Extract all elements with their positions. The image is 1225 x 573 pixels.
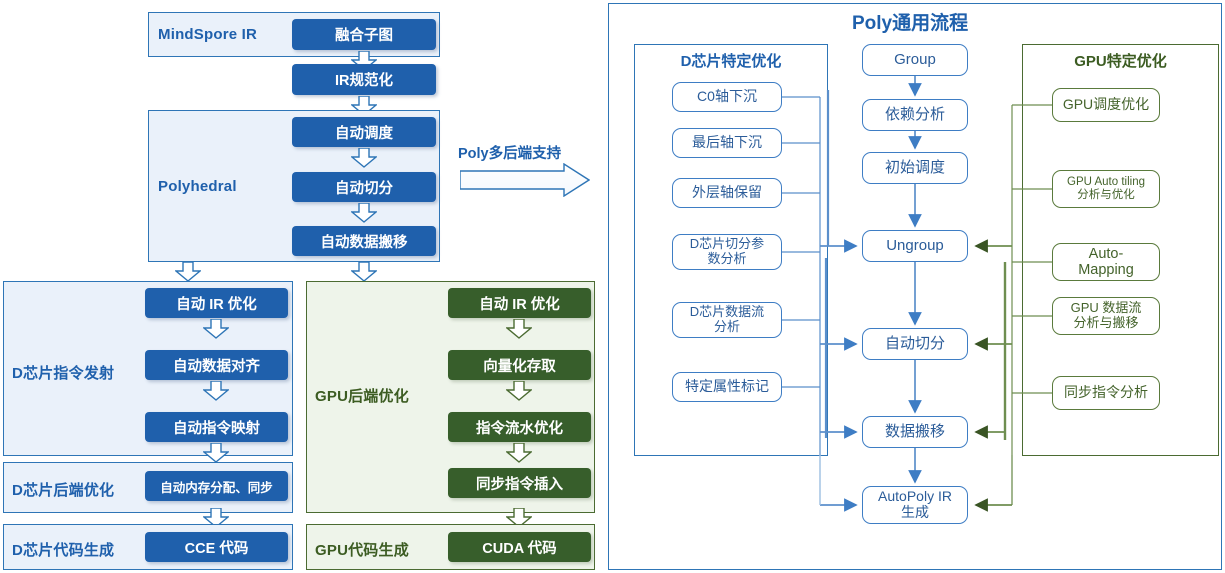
subpanel-title-d-specific: D芯片特定优化: [680, 53, 782, 70]
node-fusion-subgraph[interactable]: 融合子图: [292, 19, 436, 50]
node-cuda-code[interactable]: CUDA 代码: [448, 532, 591, 562]
node-d-auto-instr-map[interactable]: 自动指令映射: [145, 412, 288, 442]
onode-gpu-dataflow-analysis-move[interactable]: GPU 数据流 分析与搬移: [1052, 297, 1160, 335]
group-label-mindspore-ir: MindSpore IR: [158, 26, 258, 43]
node-gpu-instr-pipeline-opt[interactable]: 指令流水优化: [448, 412, 591, 442]
subpanel-gpu-specific: [1022, 44, 1219, 456]
node-auto-tiling[interactable]: 自动切分: [292, 172, 436, 202]
onode-c0-axis-sink[interactable]: C0轴下沉: [672, 82, 782, 112]
onode-dependency-analysis[interactable]: 依赖分析: [862, 99, 968, 131]
down-arrow-icon: [506, 319, 532, 339]
node-gpu-sync-instr-insert[interactable]: 同步指令插入: [448, 468, 591, 498]
onode-d-tiling-param-analysis[interactable]: D芯片切分参 数分析: [672, 234, 782, 270]
down-arrow-icon: [351, 203, 377, 223]
subpanel-title-gpu-specific: GPU特定优化: [1074, 53, 1167, 70]
group-label-gpu-backend-opt: GPU后端优化: [315, 388, 409, 405]
onode-ungroup[interactable]: Ungroup: [862, 230, 968, 262]
bridge-label: Poly多后端支持: [458, 146, 562, 162]
onode-autopoly-ir-gen[interactable]: AutoPoly IR 生成: [862, 486, 968, 524]
multi-backend-arrow-icon: [460, 163, 590, 197]
down-arrow-icon: [175, 262, 201, 282]
group-label-d-codegen: D芯片代码生成: [12, 542, 115, 559]
node-d-auto-ir-opt[interactable]: 自动 IR 优化: [145, 288, 288, 318]
node-gpu-vectorized-access[interactable]: 向量化存取: [448, 350, 591, 380]
down-arrow-icon: [203, 443, 229, 463]
panel-title-poly-flow: Poly通用流程: [852, 13, 969, 34]
down-arrow-icon: [351, 148, 377, 168]
node-d-auto-data-align[interactable]: 自动数据对齐: [145, 350, 288, 380]
node-cce-code[interactable]: CCE 代码: [145, 532, 288, 562]
onode-outer-axis-keep[interactable]: 外层轴保留: [672, 178, 782, 208]
down-arrow-icon: [203, 381, 229, 401]
onode-sync-instr-analysis[interactable]: 同步指令分析: [1052, 376, 1160, 410]
group-label-gpu-codegen: GPU代码生成: [315, 542, 409, 559]
onode-gpu-schedule-opt[interactable]: GPU调度优化: [1052, 88, 1160, 122]
down-arrow-icon: [506, 508, 532, 528]
onode-auto-tiling[interactable]: 自动切分: [862, 328, 968, 360]
subpanel-d-specific: [634, 44, 828, 456]
group-label-polyhedral: Polyhedral: [158, 178, 237, 195]
onode-auto-mapping[interactable]: Auto- Mapping: [1052, 243, 1160, 281]
node-d-auto-mem-alloc-sync[interactable]: 自动内存分配、同步: [145, 471, 288, 501]
node-auto-data-move[interactable]: 自动数据搬移: [292, 226, 436, 256]
onode-gpu-auto-tiling-analysis[interactable]: GPU Auto tiling 分析与优化: [1052, 170, 1160, 208]
down-arrow-icon: [351, 262, 377, 282]
down-arrow-icon: [506, 443, 532, 463]
onode-d-dataflow-analysis[interactable]: D芯片数据流 分析: [672, 302, 782, 338]
onode-last-axis-sink[interactable]: 最后轴下沉: [672, 128, 782, 158]
group-label-d-instruction-issue: D芯片指令发射: [12, 365, 115, 382]
onode-initial-schedule[interactable]: 初始调度: [862, 152, 968, 184]
down-arrow-icon: [203, 508, 229, 528]
down-arrow-icon: [203, 319, 229, 339]
onode-data-move[interactable]: 数据搬移: [862, 416, 968, 448]
onode-specific-attr-mark[interactable]: 特定属性标记: [672, 372, 782, 402]
down-arrow-icon: [506, 381, 532, 401]
node-ir-normalization[interactable]: IR规范化: [292, 64, 436, 95]
group-label-d-backend-opt: D芯片后端优化: [12, 482, 115, 499]
onode-group[interactable]: Group: [862, 44, 968, 76]
node-auto-schedule[interactable]: 自动调度: [292, 117, 436, 147]
node-gpu-auto-ir-opt[interactable]: 自动 IR 优化: [448, 288, 591, 318]
